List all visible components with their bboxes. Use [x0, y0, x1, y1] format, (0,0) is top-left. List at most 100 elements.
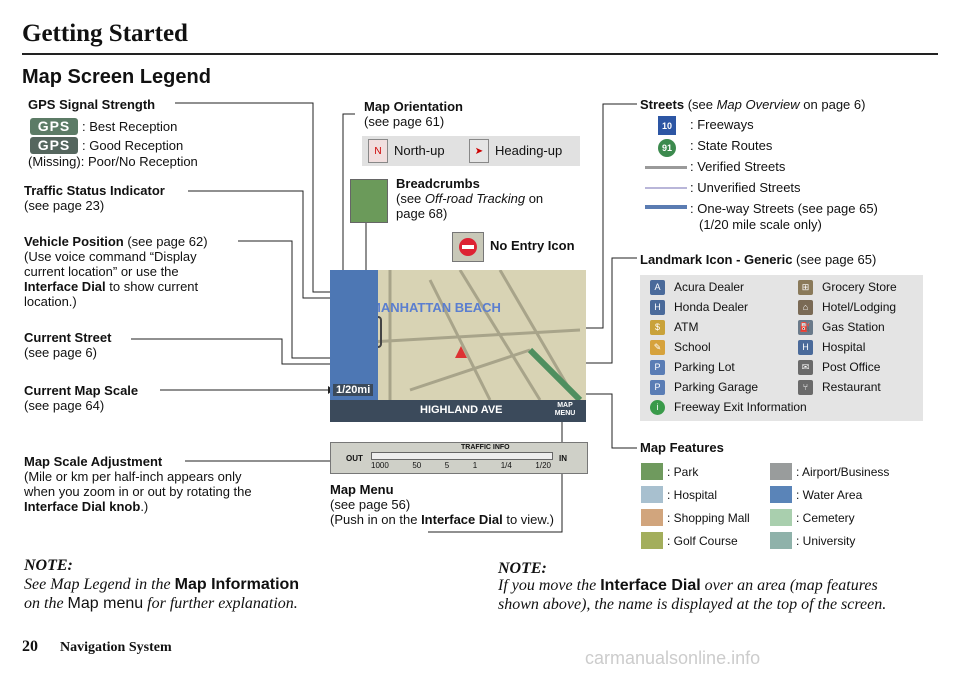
- list-item: ✎School: [650, 337, 807, 357]
- breadcrumbs-heading: Breadcrumbs: [396, 176, 480, 191]
- breadcrumbs-ref: (see Off-road Tracking on: [396, 191, 543, 206]
- shopping-mall-swatch: [641, 509, 663, 526]
- gps-good-row: GPS : Good Reception: [30, 137, 183, 154]
- map-street-bar: [330, 400, 586, 422]
- features-left-column: : Park : Hospital : Shopping Mall : Golf…: [641, 463, 750, 549]
- post-office-icon: ✉: [798, 359, 813, 375]
- map-current-street: HIGHLAND AVE: [420, 404, 503, 416]
- one-way-street-icon: [645, 205, 687, 209]
- note-right-heading: NOTE:: [498, 560, 547, 577]
- current-street-ref: (see page 6): [24, 345, 97, 360]
- streets-heading-line: Streets (see Map Overview on page 6): [640, 97, 865, 112]
- feature-label: : Golf Course: [667, 533, 738, 548]
- note-left-l1-bold: Map Information: [174, 576, 300, 593]
- note-left-heading: NOTE:: [24, 557, 73, 574]
- scale-ticks: 1000 50 5 1 1/4 1/20: [371, 461, 551, 470]
- traffic-ref: (see page 23): [24, 198, 105, 213]
- landmark-label: ATM: [674, 320, 699, 334]
- scale-adjust-line2: when you zoom in or out by rotating the: [24, 484, 252, 499]
- list-item: ⌂Hotel/Lodging: [798, 297, 897, 317]
- list-item: : Airport/Business: [770, 463, 889, 480]
- scale-adjust-line1: (Mile or km per half-inch appears only: [24, 469, 242, 484]
- street-unverified-label: : Unverified Streets: [690, 180, 801, 195]
- street-state-routes-label: : State Routes: [690, 138, 773, 153]
- hotel-icon: ⌂: [798, 299, 813, 315]
- no-entry-icon: [452, 232, 484, 262]
- list-item: ✉Post Office: [798, 357, 897, 377]
- list-item: : Hospital: [641, 486, 750, 503]
- landmark-label: Parking Garage: [674, 380, 759, 394]
- feature-label: : Water Area: [796, 487, 863, 502]
- gps-missing-label: (Missing): Poor/No Reception: [28, 154, 198, 169]
- streets-ref-italic: Map Overview: [716, 97, 800, 112]
- note-left-l2-pre: on the: [24, 595, 68, 612]
- vehicle-line4: location.): [24, 294, 77, 309]
- list-item: : Golf Course: [641, 532, 750, 549]
- note-right-l1-pre: If you move the: [498, 577, 601, 594]
- list-item: : Water Area: [770, 486, 889, 503]
- landmark-label: Gas Station: [822, 320, 885, 334]
- streets-heading: Streets: [640, 97, 685, 112]
- landmark-ref: (see page 65): [792, 252, 877, 267]
- honda-dealer-icon: H: [650, 299, 665, 315]
- map-scale-adjust-bar: TRAFFIC INFO OUT IN 1000 50 5 1 1/4 1/20: [330, 442, 588, 474]
- current-street-heading: Current Street: [24, 330, 112, 345]
- streets-ref-pre: (see: [684, 97, 717, 112]
- acura-dealer-icon: A: [650, 279, 665, 295]
- vehicle-heading: Vehicle Position: [24, 234, 124, 249]
- page-title: Map Screen Legend: [22, 66, 211, 88]
- map-menu-line-bold: Interface Dial: [421, 512, 503, 527]
- landmark-heading-line: Landmark Icon - Generic (see page 65): [640, 252, 876, 267]
- gps-best-icon: GPS: [30, 118, 78, 135]
- vehicle-line3-bold: Interface Dial: [24, 279, 106, 294]
- note-left-l2-sans: Map menu: [67, 595, 144, 612]
- verified-street-swatch: [645, 166, 687, 169]
- list-item: ⊞Grocery Store: [798, 277, 897, 297]
- scale-adjust-heading: Map Scale Adjustment: [24, 454, 163, 469]
- vehicle-line2: current location” or use the: [24, 264, 179, 279]
- vehicle-heading-line: Vehicle Position (see page 62): [24, 234, 208, 249]
- map-menu-badge: MAP MENU: [554, 402, 576, 417]
- breadcrumbs-ref-italic: Off-road Tracking: [424, 191, 526, 206]
- feature-label: : Shopping Mall: [667, 510, 750, 525]
- breadcrumbs-ref-line2: page 68): [396, 206, 448, 221]
- note-right-body: If you move the Interface Dial over an a…: [498, 576, 886, 614]
- parking-lot-icon: P: [650, 359, 665, 375]
- breadcrumbs-icon: [350, 179, 388, 223]
- map-menu-line-post: to view.): [502, 512, 555, 527]
- vehicle-line3: Interface Dial to show current: [24, 279, 198, 294]
- scale-track: [371, 452, 553, 460]
- street-scale-note: (1/20 mile scale only): [699, 217, 822, 232]
- landmark-label: Parking Lot: [674, 360, 735, 374]
- note-left-body: See Map Legend in the Map Information on…: [24, 575, 299, 613]
- map-roads-icon: [369, 270, 583, 403]
- landmark-right-column: ⊞Grocery Store ⌂Hotel/Lodging ⛽ Gas Stati…: [798, 277, 897, 397]
- landmark-label: Restaurant: [822, 380, 881, 394]
- state-route-shield-number: 91: [658, 139, 676, 157]
- atm-icon: $: [650, 319, 665, 335]
- gps-good-label: : Good Reception: [82, 138, 184, 153]
- gas-station-icon: ⛽: [798, 319, 813, 335]
- heading-up-icon: ➤: [469, 139, 489, 163]
- feature-label: : Park: [667, 464, 699, 479]
- map-scale-readout: 1/20mi: [333, 384, 374, 396]
- streets-ref-post: on page 6): [799, 97, 866, 112]
- current-scale-heading: Current Map Scale: [24, 383, 139, 398]
- map-menu-line-pre: (Push in on the: [330, 512, 422, 527]
- note-right-l1-bold: Interface Dial: [600, 577, 701, 594]
- north-up-icon: N: [368, 139, 388, 163]
- features-right-column: : Airport/Business : Water Area : Cemete…: [770, 463, 889, 549]
- unverified-street-swatch: [645, 187, 687, 189]
- feature-label: : Airport/Business: [796, 464, 890, 479]
- feature-label: : University: [796, 533, 856, 548]
- watermark: carmanualsonline.info: [585, 648, 761, 668]
- map-water: [330, 270, 378, 422]
- university-swatch: [770, 532, 792, 549]
- landmark-label: Acura Dealer: [674, 280, 745, 294]
- scale-adjust-line3: Interface Dial knob.): [24, 499, 148, 514]
- no-entry-label: No Entry Icon: [490, 238, 575, 253]
- map-menu-heading: Map Menu: [330, 482, 394, 497]
